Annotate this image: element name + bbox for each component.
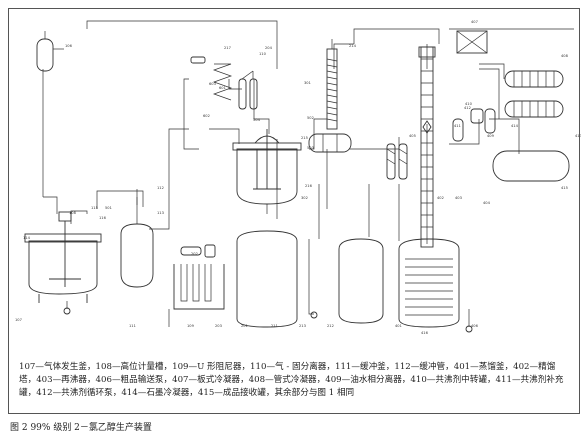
tank-212 — [338, 238, 384, 324]
equipment-label-408: 408 — [561, 54, 569, 58]
tank-415 — [492, 150, 570, 182]
equipment-label-412: 412 — [464, 106, 471, 110]
tank-108 — [120, 189, 154, 288]
equipment-label-415: 415 — [561, 186, 568, 190]
equipment-label-204: 204 — [265, 46, 273, 50]
equipment-label-111: 111 — [129, 324, 136, 328]
equipment-label-403: 403 — [455, 196, 462, 200]
equipment-label-503: 503 — [307, 146, 314, 150]
legend-text: 107—气体发生釜，108—高位计量槽，109—U 形阻尼器，110—气 - 固… — [19, 362, 564, 398]
equipment-label-203: 203 — [215, 324, 222, 328]
equipment-label-502: 502 — [307, 116, 314, 120]
equipment-label-106: 106 — [65, 44, 73, 48]
equipment-label-407: 407 — [471, 20, 478, 24]
equipment-label-302: 302 — [301, 196, 308, 200]
separator-110 — [238, 70, 258, 110]
condenser-407 — [456, 30, 488, 54]
diagram-frame: 106 107 108 109 110 111 112 113 114 115 116 201 202 2… — [8, 8, 581, 414]
tank-211 — [236, 230, 298, 328]
equipment-label-214: 214 — [349, 44, 357, 48]
equipment-label-201: 201 — [241, 324, 248, 328]
equipment-label-410: 410 — [465, 102, 473, 106]
condenser-414 — [504, 70, 564, 118]
equipment-label-603: 603 — [209, 82, 216, 86]
equipment-label-409: 409 — [487, 134, 495, 138]
equipment-label-109: 109 — [187, 324, 195, 328]
pumps — [63, 307, 473, 333]
equipment-label-301: 301 — [304, 81, 311, 85]
equipment-label-116: 116 — [99, 216, 107, 220]
equipment-label-110: 110 — [259, 52, 267, 56]
equipment-label-113: 113 — [157, 211, 164, 215]
equipment-label-406: 406 — [471, 324, 479, 328]
equipment-label-115: 115 — [91, 206, 98, 210]
equipment-label-112: 112 — [157, 186, 164, 190]
equipment-label-601: 601 — [219, 86, 226, 90]
equipment-labels: 106 107 108 109 110 111 112 113 114 115 116 201 202 2… — [15, 20, 581, 335]
exchanger-pair — [386, 143, 408, 180]
equipment-label-108: 108 — [69, 211, 77, 215]
kettle-107 — [24, 211, 102, 309]
equipment-label-602: 602 — [203, 114, 210, 118]
equipment-label-215: 215 — [301, 136, 308, 140]
kettle-401 — [398, 238, 460, 328]
equipment-label-211: 211 — [271, 324, 278, 328]
separator-409 — [452, 108, 496, 142]
equipment-label-202: 202 — [191, 252, 198, 256]
coil-condenser — [190, 56, 233, 101]
reactor-201 — [232, 129, 302, 214]
equipment-label-413: 413 — [575, 134, 581, 138]
figure-caption: 图 2 99% 级别 2－氯乙醇生产装置 — [10, 423, 152, 433]
equipment-label-402: 402 — [437, 196, 444, 200]
u-damper-109 — [173, 244, 225, 310]
equipment-label-404: 404 — [483, 201, 491, 205]
equipment-label-401: 401 — [395, 324, 402, 328]
equipment-label-212: 212 — [327, 324, 334, 328]
equipment-label-411: 411 — [454, 124, 461, 128]
equipment-label-213: 213 — [299, 324, 306, 328]
column-402 — [418, 46, 436, 248]
equipment-label-107: 107 — [15, 318, 22, 322]
buffer-column-111 — [326, 39, 338, 130]
process-flow-diagram: 106 107 108 109 110 111 112 113 114 115 116 201 202 2… — [15, 20, 581, 335]
vessel-106 — [36, 31, 64, 72]
equipment-label-504: 504 — [253, 118, 261, 122]
equipment-label-501: 501 — [105, 206, 112, 210]
equipment-label-114: 114 — [23, 236, 31, 240]
equipment-label-414: 414 — [511, 124, 519, 128]
equipment-label-405: 405 — [409, 134, 416, 138]
equipment — [24, 30, 570, 333]
equipment-label-416: 416 — [421, 331, 429, 335]
equipment-label-216: 216 — [305, 184, 313, 188]
buffer-tube-112 — [308, 133, 352, 153]
equipment-label-217: 217 — [224, 46, 231, 50]
